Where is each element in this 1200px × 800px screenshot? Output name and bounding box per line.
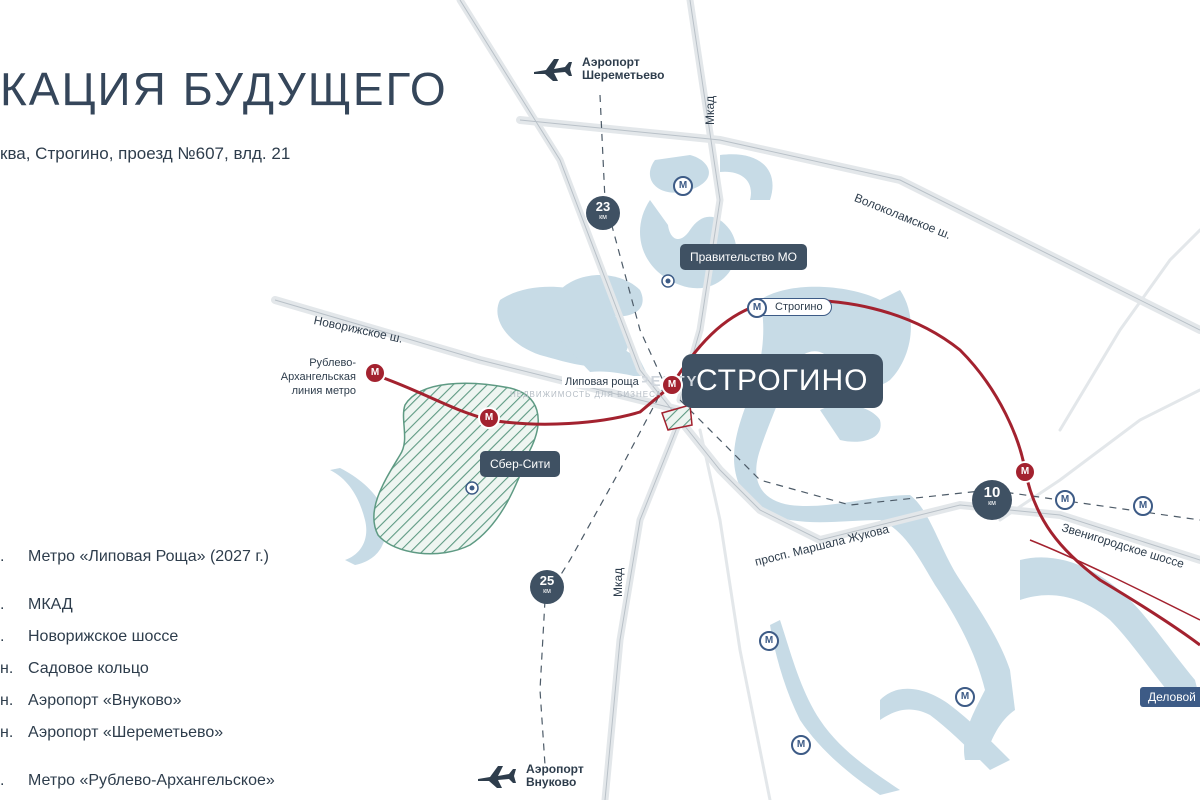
legend-prefix: . <box>0 596 5 613</box>
distance-value: 10 <box>983 484 1001 501</box>
legend-text: Аэропорт «Шереметьево» <box>28 724 224 741</box>
metro-line-thin <box>1029 539 1200 621</box>
metro-line-rublevo <box>374 298 1200 647</box>
legend-text: Новорижское шоссе <box>28 628 179 645</box>
station-delovoy[interactable]: Деловой <box>1140 687 1200 707</box>
legend-item: . МКАД <box>0 596 73 614</box>
distance-badge: 10 км <box>972 480 1012 520</box>
distance-value: 23 <box>595 199 611 214</box>
road-label-mkad: Мкад <box>703 95 717 125</box>
metro-icon: М <box>747 298 767 318</box>
legend-item: н. Аэропорт «Шереметьево» <box>0 724 223 742</box>
legend-prefix: . <box>0 772 5 789</box>
metro-icon[interactable]: М <box>478 407 500 429</box>
callout-strogino[interactable]: СТРОГИНО <box>682 354 883 408</box>
legend-item: . Метро «Рублево-Архангельское» <box>0 772 275 790</box>
station-strogino[interactable]: Строгино <box>752 298 832 316</box>
distance-badge: 25 км <box>530 570 564 604</box>
legend-prefix: . <box>0 548 5 565</box>
legend-item: . Новорижское шоссе <box>0 628 178 646</box>
legend-prefix: н. <box>0 692 14 709</box>
strogino-site <box>661 404 693 431</box>
legend-text: Аэропорт «Внуково» <box>28 692 182 709</box>
sber-city-area <box>373 382 539 555</box>
metro-icon[interactable]: М <box>364 362 386 384</box>
metro-icon[interactable]: М <box>791 735 811 755</box>
legend-text: Метро «Рублево-Архангельское» <box>28 772 275 789</box>
airport-label: Аэропорт Внуково <box>526 762 584 789</box>
distance-unit: км <box>543 588 551 595</box>
distance-badge: 23 км <box>586 196 620 230</box>
legend-text: МКАД <box>28 596 73 613</box>
callout-sber-city[interactable]: Сбер-Сити <box>480 451 561 477</box>
legend-prefix: н. <box>0 724 14 741</box>
airport-sheremetyevo[interactable]: Аэропорт Шереметьево <box>532 56 664 82</box>
watermark-line2: НЕДВИЖИМОСТЬ ДЛЯ БИЗНЕСА <box>510 390 663 399</box>
metro-icon[interactable]: М <box>1133 496 1153 516</box>
page-title: КАЦИЯ БУДУЩЕГО <box>0 63 448 115</box>
legend-text: Садовое кольцо <box>28 660 149 677</box>
legend-prefix: . <box>0 628 5 645</box>
metro-icon[interactable]: М <box>673 176 693 196</box>
metro-icon[interactable]: М <box>759 631 779 651</box>
distance-unit: км <box>599 214 607 221</box>
address: ква, Строгино, проезд №607, влд. 21 <box>0 144 291 163</box>
metro-line-label: Рублево- Архангельская линия метро <box>280 357 356 397</box>
airport-label: Аэропорт Шереметьево <box>582 55 665 82</box>
legend-text: Метро «Липовая Роща» (2027 г.) <box>28 548 269 565</box>
airport-vnukovo[interactable]: Аэропорт Внуково <box>476 763 584 789</box>
metro-icon[interactable]: М <box>955 687 975 707</box>
legend-item: . Метро «Липовая Роща» (2027 г.) <box>0 548 269 566</box>
road-label-mkad: Мкад <box>611 567 625 597</box>
station-label: Строгино <box>775 301 823 313</box>
legend-item: н. Аэропорт «Внуково» <box>0 692 181 710</box>
legend-item: н. Садовое кольцо <box>0 660 149 678</box>
station-lipovaya-label: Липовая роща <box>562 376 642 388</box>
distance-unit: км <box>988 500 996 507</box>
metro-icon[interactable]: М <box>661 374 683 396</box>
airplane-icon <box>478 766 516 788</box>
legend-prefix: н. <box>0 660 14 677</box>
metro-icon[interactable]: М <box>1055 490 1075 510</box>
callout-government[interactable]: Правительство МО <box>680 244 808 270</box>
distance-value: 25 <box>539 573 555 588</box>
airplane-icon <box>534 59 572 81</box>
metro-icon[interactable]: М <box>1014 461 1036 483</box>
